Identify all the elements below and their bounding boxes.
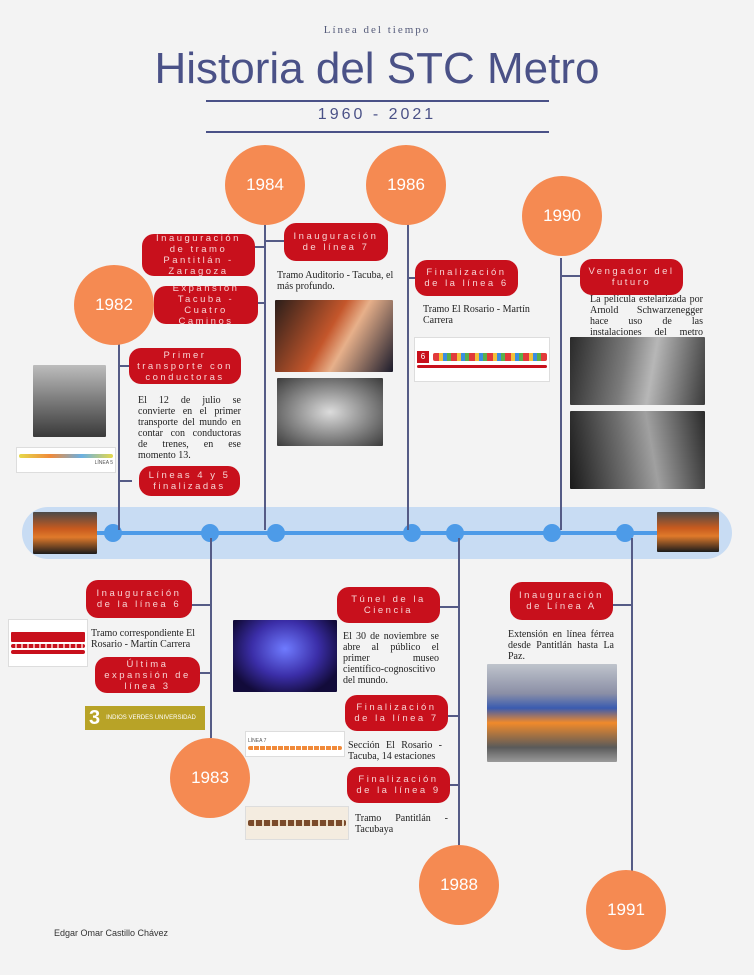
year-1983: 1983 (170, 738, 250, 818)
map-linea-9 (245, 806, 349, 840)
page-subtitle: Línea del tiempo (323, 24, 431, 36)
timeline-dot-1982 (104, 524, 122, 542)
event-inauguracion-linea-7-desc: Tramo Auditorio - Tacuba, el más profund… (277, 270, 394, 292)
connector-1988-linea9 (448, 784, 458, 786)
event-tunel-ciencia-desc: El 30 de noviembre se abre al público el… (343, 631, 439, 686)
page-title: Historia del STC Metro (154, 44, 600, 93)
event-lineas-4-5: Líneas 4 y 5 finalizadas (139, 466, 240, 496)
event-finalizacion-linea-6-desc: Tramo El Rosario - Martín Carrera (423, 304, 530, 326)
badge-linea-3-number: 3 (89, 706, 101, 729)
photo-linea-a-train (487, 664, 617, 762)
map-linea-6-route (8, 619, 88, 667)
connector-1984 (264, 225, 266, 530)
event-vengador-futuro: Vengador del futuro (580, 259, 683, 295)
event-tunel-ciencia: Túnel de la Ciencia (337, 587, 440, 623)
year-1991: 1991 (586, 870, 666, 950)
event-inauguracion-linea-a: Inauguración de Línea A (510, 582, 613, 620)
badge-linea-3: 3 INDIOS VERDES UNIVERSIDAD (85, 706, 205, 730)
connector-1991 (631, 538, 633, 874)
event-finalizacion-linea-9-desc: Tramo Pantitlán - Tacubaya (355, 813, 448, 835)
event-inauguracion-pantitlan: Inauguración de tramo Pantitlán - Zarago… (142, 234, 255, 276)
photo-conductora-train (33, 365, 106, 437)
connector-1988-tunel (440, 606, 458, 608)
connector-1984-expansion (258, 302, 266, 304)
photo-linea-7-tunnel (277, 378, 383, 446)
event-expansion-tacuba: Expansión Tacuba - Cuatro Caminos (154, 286, 258, 324)
timeline-axis (40, 531, 712, 535)
year-1982: 1982 (74, 265, 154, 345)
timeline-dot-1990 (543, 524, 561, 542)
map-linea-7: LÍNEA 7 (245, 731, 345, 757)
connector-1983 (210, 538, 212, 738)
connector-1982-lineas (118, 480, 132, 482)
year-1988: 1988 (419, 845, 499, 925)
train-image-right (657, 512, 719, 552)
connector-1982-primer (118, 365, 132, 367)
year-1990: 1990 (522, 176, 602, 256)
timeline-dot-1983 (201, 524, 219, 542)
map-linea-6: 6 (414, 337, 550, 382)
event-ultima-expansion-linea-3: Última expansión de línea 3 (95, 657, 200, 693)
year-1986: 1986 (366, 145, 446, 225)
photo-total-recall-1 (570, 337, 705, 405)
author-credit: Edgar Omar Castillo Chávez (54, 928, 169, 938)
train-image-left (33, 512, 97, 554)
connector-1983-linea6 (192, 604, 210, 606)
event-primer-transporte-desc: El 12 de julio se convierte en el primer… (138, 395, 241, 461)
timeline-dot-1986 (403, 524, 421, 542)
connector-1988-linea7 (448, 715, 458, 717)
date-range: 1960 - 2021 (317, 106, 437, 123)
event-finalizacion-linea-7: Finalización de la línea 7 (345, 695, 448, 731)
title-divider-bottom (206, 131, 549, 133)
timeline-dot-1991 (616, 524, 634, 542)
event-inauguracion-linea-a-desc: Extensión en línea férrea desde Pantitlá… (508, 629, 614, 662)
event-inauguracion-linea-6: Inauguración de la línea 6 (86, 580, 192, 618)
event-finalizacion-linea-7-desc: Sección El Rosario - Tacuba, 14 estacion… (348, 740, 442, 762)
event-primer-transporte: Primer transporte con conductoras (129, 348, 241, 384)
event-finalizacion-linea-9: Finalización de la línea 9 (347, 767, 450, 803)
event-finalizacion-linea-6: Finalización de la línea 6 (415, 260, 518, 296)
map-linea-7-tag: LÍNEA 7 (248, 738, 267, 744)
map-linea-5-tag: LÍNEA 5 (94, 460, 113, 466)
connector-1988 (458, 538, 460, 850)
event-inauguracion-linea-6-desc: Tramo correspondiente El Rosario - Martí… (91, 628, 196, 650)
connector-1984-linea7 (264, 240, 286, 242)
badge-linea-3-text: INDIOS VERDES UNIVERSIDAD (106, 714, 196, 721)
connector-1990-vengador (560, 275, 580, 277)
title-divider-top (206, 100, 549, 102)
timeline-dot-1984 (267, 524, 285, 542)
connector-1986 (407, 224, 409, 530)
connector-1990 (560, 258, 562, 530)
connector-1984-pantitlan (254, 246, 266, 248)
photo-total-recall-2 (570, 411, 705, 489)
photo-linea-7-inauguration (275, 300, 393, 372)
photo-tunel-ciencia (233, 620, 337, 692)
map-linea-5: LÍNEA 5 (16, 447, 116, 473)
event-inauguracion-linea-7: Inauguración de línea 7 (284, 223, 388, 261)
timeline-dot-1988 (446, 524, 464, 542)
connector-1986-linea6 (407, 277, 419, 279)
connector-1991-lineaA (613, 604, 631, 606)
map-linea-6-num: 6 (417, 351, 429, 363)
connector-1983-linea3 (200, 672, 210, 674)
year-1984: 1984 (225, 145, 305, 225)
connector-1982 (118, 340, 120, 530)
